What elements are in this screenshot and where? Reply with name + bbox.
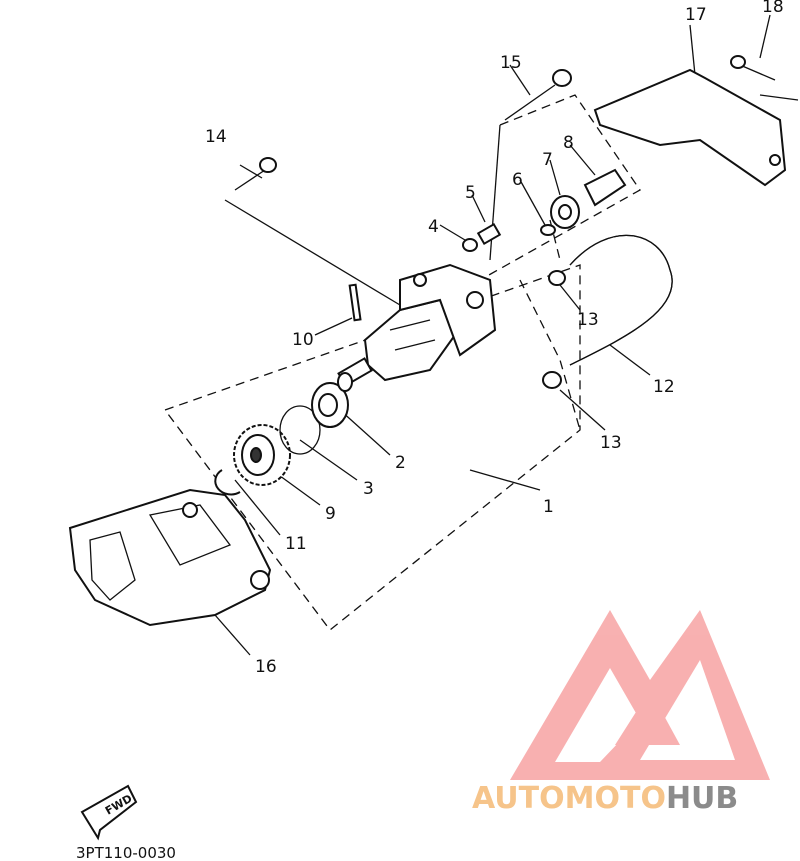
drawing-code: 3PT110-0030	[76, 844, 176, 861]
callout-9: 9	[325, 504, 336, 524]
callout-14: 14	[205, 127, 227, 147]
callout-2: 2	[395, 453, 406, 473]
clamp-part-13-lower	[542, 371, 562, 389]
callout-13-upper: 13	[577, 310, 599, 330]
clamp-part-13-upper	[548, 270, 566, 286]
watermark-text: AUTOMOTOHUB	[472, 781, 738, 816]
bolt-part-5	[476, 222, 502, 246]
callout-11: 11	[285, 534, 307, 554]
callout-7: 7	[542, 150, 553, 170]
forward-arrow-icon	[80, 784, 138, 841]
callout-18: 18	[762, 0, 784, 17]
callout-12: 12	[653, 377, 675, 397]
gear-part-9	[233, 424, 291, 486]
pump-assembly	[337, 263, 497, 392]
pin-part-10	[348, 283, 362, 322]
hose-part-12	[569, 234, 673, 366]
callout-8: 8	[563, 133, 574, 153]
bolt-part-15	[504, 69, 572, 121]
o-ring-part-3	[279, 405, 321, 455]
callout-3: 3	[363, 479, 374, 499]
plug-part-8	[583, 168, 627, 207]
callout-17: 17	[685, 5, 707, 25]
washer-part-6	[540, 224, 556, 236]
callout-4: 4	[428, 217, 439, 237]
watermark-text-auto: AUTOMOTO	[472, 781, 666, 816]
circlip-part-11	[214, 469, 241, 496]
bearing-part-2	[311, 382, 349, 428]
bolt-part-14	[234, 157, 277, 191]
screw-part-18	[730, 55, 776, 81]
leader-lines	[214, 14, 799, 656]
housing-part-16	[68, 488, 272, 627]
seal-part-7	[550, 195, 580, 229]
callout-10: 10	[292, 330, 314, 350]
bracket-part-17	[593, 68, 787, 187]
callout-1: 1	[543, 497, 554, 517]
watermark-logo-icon	[510, 610, 770, 780]
callout-15: 15	[500, 53, 522, 73]
watermark-text-hub: HUB	[666, 781, 738, 816]
callout-16: 16	[255, 657, 277, 677]
callout-13-lower: 13	[600, 433, 622, 453]
callout-6: 6	[512, 170, 523, 190]
callout-5: 5	[465, 183, 476, 203]
washer-part-4	[462, 238, 478, 252]
